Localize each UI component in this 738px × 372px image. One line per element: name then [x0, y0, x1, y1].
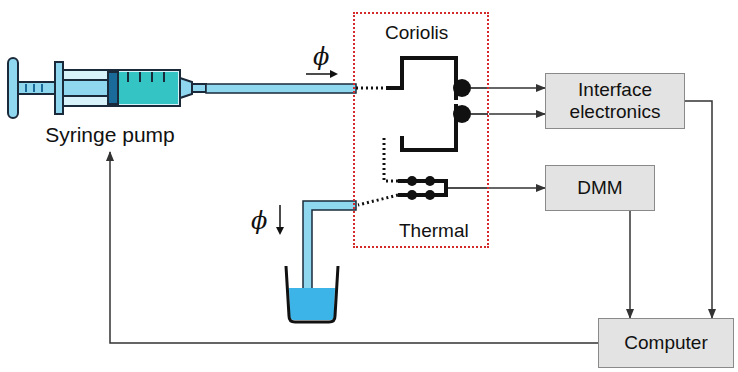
outlet-tube	[303, 201, 356, 292]
inlet-tube	[206, 84, 356, 93]
signal-arrow	[489, 187, 545, 189]
node-label: DMM	[577, 177, 622, 199]
coriolis-tube	[402, 104, 456, 150]
node-label: Coriolis	[385, 22, 485, 44]
syringe-pump: Syringe pump	[5, 40, 215, 152]
sensor-chip: CoriolisThermal	[353, 12, 489, 248]
signal-arrow	[489, 87, 545, 89]
process-box: Interface electronics	[545, 73, 685, 129]
flow-symbol: ϕ	[312, 44, 330, 70]
coriolis-tube	[386, 58, 456, 100]
thermal-sensor	[398, 176, 488, 200]
beaker	[286, 266, 338, 322]
node-label: Computer	[624, 332, 707, 354]
signal-arrow	[685, 101, 712, 318]
process-box: Computer	[598, 318, 734, 368]
syringe-drawing	[8, 58, 206, 118]
node-label: Interface electronics	[554, 79, 676, 123]
pickup-dot	[453, 79, 471, 97]
node-label: Syringe pump	[5, 124, 215, 146]
flow-symbol: ϕ	[250, 208, 268, 234]
process-box: DMM	[545, 165, 655, 211]
pickup-dot	[453, 105, 471, 123]
signal-arrow	[629, 211, 631, 318]
signal-arrow	[489, 113, 545, 115]
node-label: Thermal	[399, 220, 489, 242]
